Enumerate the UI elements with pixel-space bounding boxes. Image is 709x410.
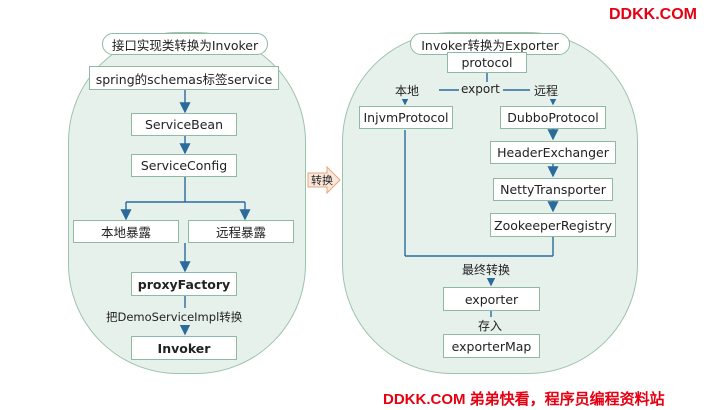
- local-label: 本地: [395, 82, 420, 99]
- netty-transporter-node: NettyTransporter: [493, 178, 613, 201]
- watermark-bottom: DDKK.COM 弟弟快看，程序员编程资料站: [383, 391, 665, 408]
- final-convert-label: 最终转换: [462, 261, 511, 278]
- convert-label: 把DemoServiceImpl转换: [106, 309, 243, 325]
- protocol-node: protocol: [447, 52, 527, 73]
- middle-arrow-icon: [307, 166, 341, 194]
- dubbo-protocol-node: DubboProtocol: [500, 106, 606, 129]
- remote-expose-node: 远程暴露: [188, 220, 294, 243]
- export-label: export: [461, 82, 500, 96]
- store-label: 存入: [478, 317, 503, 334]
- left-title: 接口实现类转换为Invoker: [102, 33, 268, 55]
- spring-schemas-node: spring的schemas标签service: [89, 66, 279, 90]
- zookeeper-registry-node: ZookeeperRegistry: [490, 213, 616, 237]
- local-expose-node: 本地暴露: [73, 220, 179, 243]
- exporter-node: exporter: [443, 287, 540, 311]
- service-bean-node: ServiceBean: [131, 113, 237, 136]
- watermark-top: DDKK.COM: [609, 6, 697, 23]
- service-config-node: ServiceConfig: [131, 154, 237, 177]
- invoker-node: Invoker: [131, 336, 237, 360]
- remote-label: 远程: [534, 82, 559, 99]
- proxy-factory-node: proxyFactory: [131, 272, 237, 296]
- exporter-map-node: exporterMap: [443, 334, 540, 358]
- right-title: Invoker转换为Exporter: [410, 33, 570, 55]
- injvm-protocol-node: InjvmProtocol: [359, 106, 453, 129]
- middle-arrow-label: 转换: [311, 174, 333, 187]
- header-exchanger-node: HeaderExchanger: [490, 141, 616, 164]
